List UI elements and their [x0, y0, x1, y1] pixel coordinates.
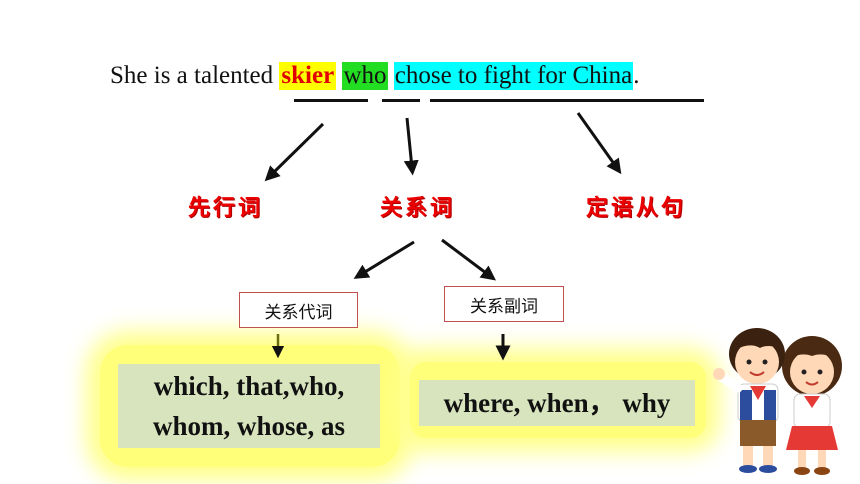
relative-adverb-box: 关系副词 — [444, 286, 564, 322]
adverb-words-line: where, when， why — [443, 388, 671, 418]
arrow-icon-relative — [403, 117, 419, 176]
arrow-icon-adverb — [441, 238, 496, 281]
relative-underline — [382, 99, 420, 102]
relative-word: who — [342, 62, 388, 90]
arrow-icon-clause — [576, 112, 622, 175]
relative-pronoun-box: 关系代词 — [239, 292, 358, 328]
antecedent-word: skier — [279, 62, 337, 90]
antecedent-label: 先行词 — [188, 196, 264, 221]
relative-label: 关系词 — [380, 196, 456, 221]
pronoun-words-line1: which, that,who, — [153, 371, 345, 401]
sentence-part1: She is a talented — [110, 62, 280, 89]
arrow-icon-pronoun — [353, 240, 415, 279]
clause-text: chose to fight for China — [393, 62, 634, 90]
pronoun-word-list: which, that,who, whom, whose, as — [118, 364, 380, 448]
children-cartoon-illustration — [713, 328, 842, 475]
example-sentence: She is a talented skier who chose to fig… — [110, 62, 639, 90]
clause-label: 定语从句 — [586, 196, 687, 221]
pronoun-words-line2: whom, whose, as — [152, 411, 346, 441]
sentence-period: . — [633, 62, 640, 89]
clause-underline — [430, 99, 704, 102]
adverb-word-list: where, when， why — [419, 380, 695, 426]
arrow-icon-antecedent — [264, 122, 325, 182]
antecedent-underline — [294, 99, 368, 102]
